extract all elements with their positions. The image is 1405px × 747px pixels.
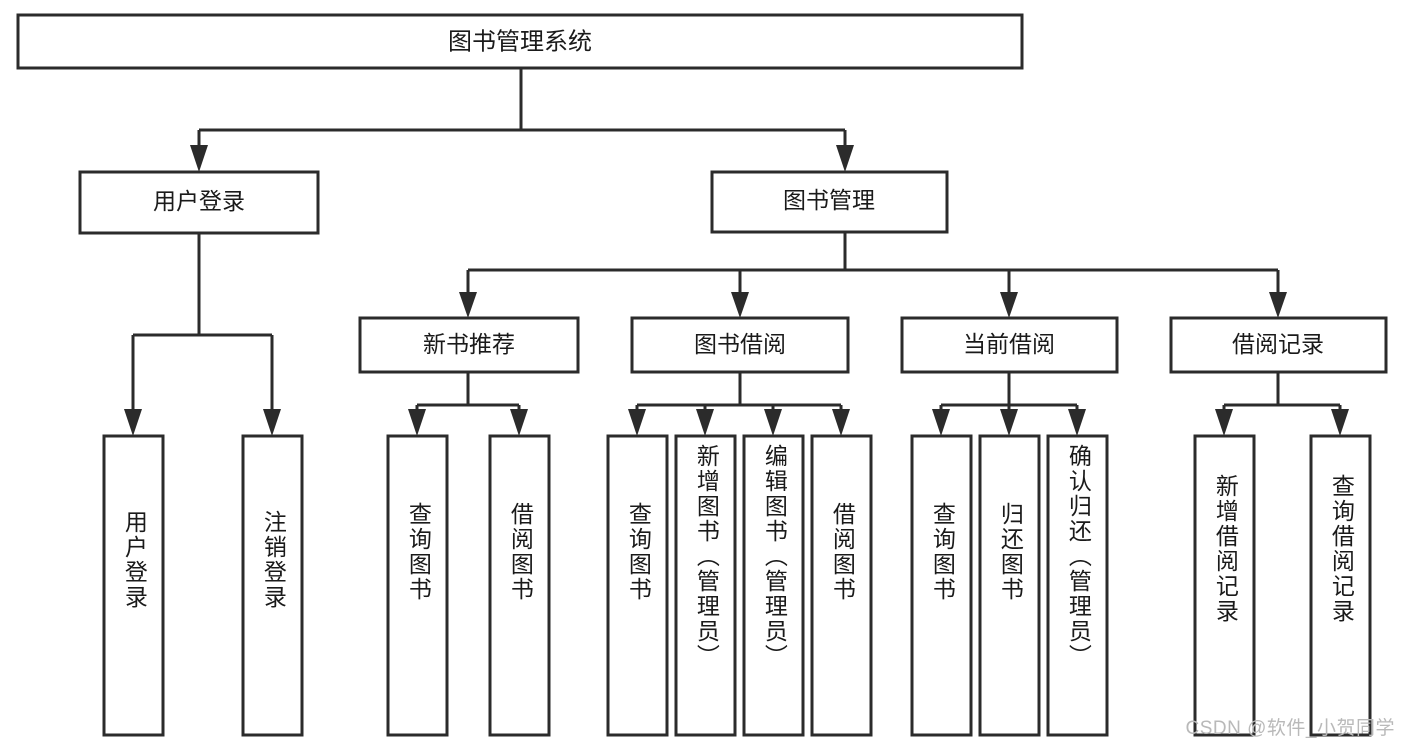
node-book-manage[interactable]: 图书管理 [710, 170, 949, 234]
arrowhead-new-book-recommend [459, 292, 477, 318]
node-book-borrow[interactable]: 图书借阅 [630, 316, 850, 374]
leaf-boxes-user-login [102, 434, 304, 737]
arrowhead-cb-leaf-1 [932, 409, 950, 436]
node-book-manage-rect[interactable] [710, 170, 949, 234]
arrowhead-bb-leaf-4 [832, 409, 850, 436]
arrowhead-book-borrow [731, 292, 749, 318]
arrowhead-bb-leaf-1 [628, 409, 646, 436]
watermark-text: CSDN @软件_小贺同学 [1185, 718, 1395, 739]
node-current-borrow[interactable]: 当前借阅 [900, 316, 1119, 374]
node-new-book-recommend[interactable]: 新书推荐 [358, 316, 580, 374]
node-book-borrow-label: 图书借阅 [694, 331, 786, 357]
leaf-boxes-current-borrow [910, 434, 1109, 737]
node-borrow-record[interactable]: 借阅记录 [1169, 316, 1388, 374]
leaf-rect-bb-2[interactable] [674, 434, 737, 737]
leaf-rect-cb-2[interactable] [978, 434, 1041, 737]
arrowhead-br-leaf-2 [1331, 409, 1349, 436]
arrowhead-user-login [190, 145, 208, 172]
leaf-rect-bb-1[interactable] [606, 434, 669, 737]
arrowhead-bb-leaf-2 [696, 409, 714, 436]
leaf-rect-nbr-2[interactable] [488, 434, 551, 737]
leaf-rect-user-login-2[interactable] [241, 434, 304, 737]
node-current-borrow-rect[interactable] [900, 316, 1119, 374]
node-user-login-label: 用户登录 [153, 188, 245, 214]
connector-group-new-book-recommend [408, 372, 528, 436]
arrowhead-cb-leaf-3 [1068, 409, 1086, 436]
connector-group-current-borrow [932, 372, 1086, 436]
leaf-rect-cb-1[interactable] [910, 434, 973, 737]
arrowhead-book-manage [836, 145, 854, 172]
leaf-rect-bb-4[interactable] [810, 434, 873, 737]
node-user-login-rect[interactable] [78, 170, 320, 235]
leaf-boxes-book-borrow [606, 434, 873, 737]
arrowhead-ul-leaf-2 [263, 409, 281, 436]
node-book-manage-label: 图书管理 [783, 187, 875, 213]
leaf-boxes-borrow-record [1193, 434, 1372, 737]
node-book-borrow-rect[interactable] [630, 316, 850, 374]
arrowhead-bb-leaf-3 [764, 409, 782, 436]
arrowhead-borrow-record [1269, 292, 1287, 318]
arrowhead-nbr-leaf-1 [408, 409, 426, 436]
leaf-rect-nbr-1[interactable] [386, 434, 449, 737]
connector-group-user-login [124, 233, 281, 436]
connector-group-root [190, 68, 854, 172]
connector-group-book-borrow [628, 372, 850, 436]
arrowhead-ul-leaf-1 [124, 409, 142, 436]
node-borrow-record-rect[interactable] [1169, 316, 1388, 374]
leaf-rect-bb-3[interactable] [742, 434, 805, 737]
node-root[interactable]: 图书管理系统 [16, 13, 1024, 70]
leaf-rect-cb-3[interactable] [1046, 434, 1109, 737]
arrowhead-br-leaf-1 [1215, 409, 1233, 436]
node-root-rect[interactable] [16, 13, 1024, 70]
connector-group-book-manage [459, 232, 1287, 318]
node-borrow-record-label: 借阅记录 [1232, 331, 1324, 357]
arrowhead-current-borrow [1000, 292, 1018, 318]
connector-group-borrow-record [1215, 372, 1349, 436]
leaf-rect-user-login-1[interactable] [102, 434, 165, 737]
node-user-login[interactable]: 用户登录 [78, 170, 320, 235]
node-new-book-recommend-rect[interactable] [358, 316, 580, 374]
arrowhead-cb-leaf-2 [1000, 409, 1018, 436]
node-root-label: 图书管理系统 [448, 28, 592, 55]
leaf-rect-br-1[interactable] [1193, 434, 1256, 737]
leaf-boxes-new-book-recommend [386, 434, 551, 737]
arrowhead-nbr-leaf-2 [510, 409, 528, 436]
leaf-rect-br-2[interactable] [1309, 434, 1372, 737]
node-current-borrow-label: 当前借阅 [963, 331, 1055, 357]
node-new-book-recommend-label: 新书推荐 [423, 331, 515, 357]
